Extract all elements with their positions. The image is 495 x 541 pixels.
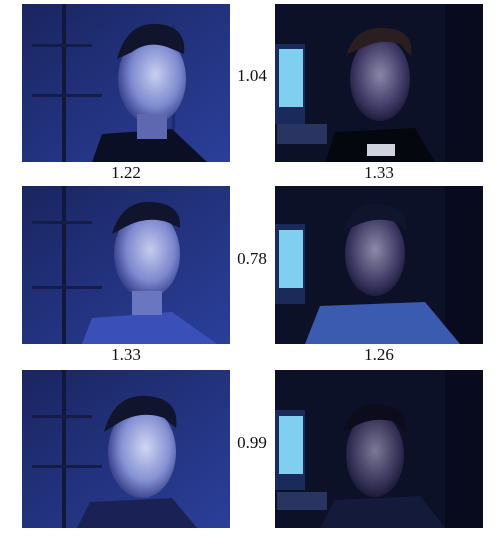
face-left-lit-image	[22, 4, 230, 162]
face-front-dark-image	[275, 370, 483, 528]
photo-right-row-1	[275, 4, 483, 162]
row-3-comparison-value: 0.99	[237, 433, 267, 452]
face-front-dark-image	[275, 186, 483, 344]
photo-left-row-2	[22, 186, 230, 344]
row-1-left-caption: 1.22	[111, 163, 141, 182]
face-left-lit-image	[22, 186, 230, 344]
face-front-dark-image	[275, 4, 483, 162]
photo-left-row-3	[22, 370, 230, 528]
row-2-left-caption: 1.33	[111, 345, 141, 364]
face-left-lit-image	[22, 370, 230, 528]
row-1-right-caption: 1.33	[364, 163, 394, 182]
row-1-comparison-value: 1.04	[237, 66, 267, 85]
photo-left-row-1	[22, 4, 230, 162]
photo-right-row-2	[275, 186, 483, 344]
row-2-right-caption: 1.26	[364, 345, 394, 364]
photo-right-row-3	[275, 370, 483, 528]
row-2-comparison-value: 0.78	[237, 249, 267, 268]
